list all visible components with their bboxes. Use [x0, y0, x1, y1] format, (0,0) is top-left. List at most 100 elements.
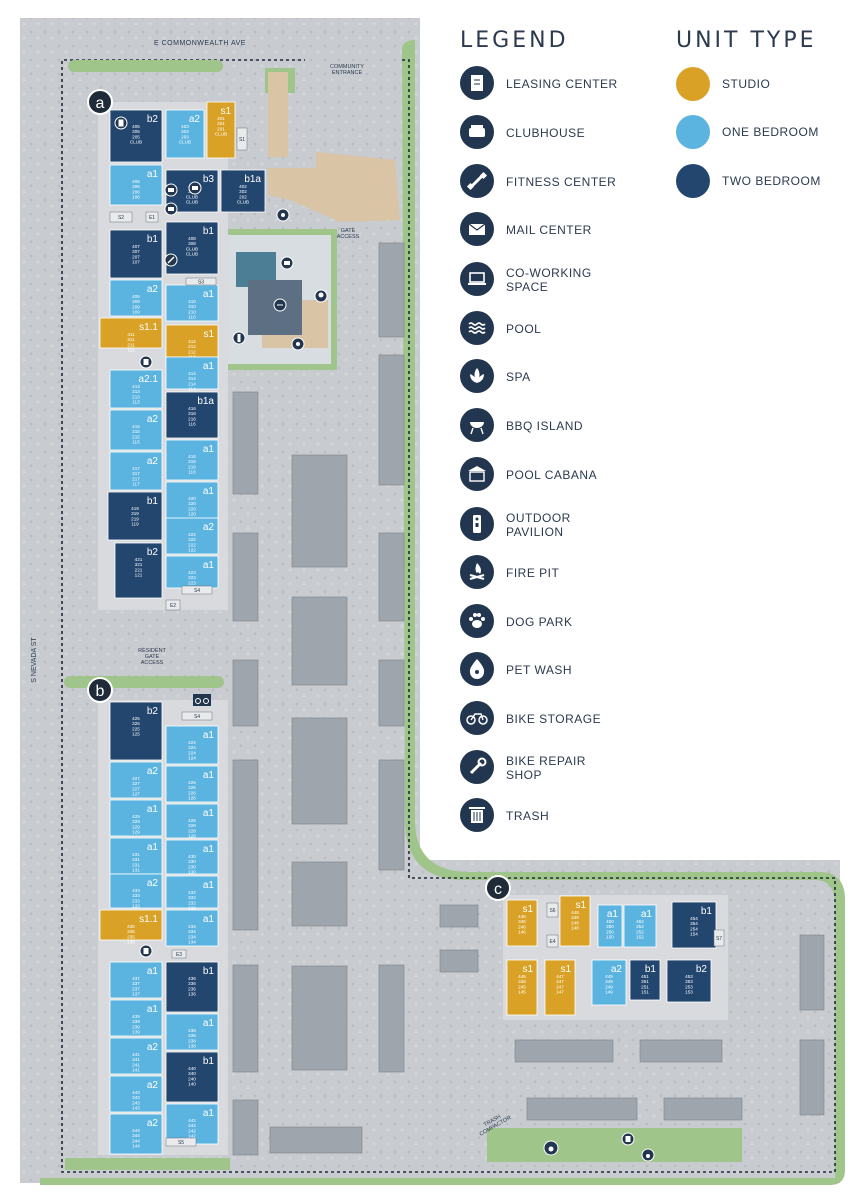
- stair-e4: E4: [546, 934, 559, 948]
- spa-marker[interactable]: [276, 208, 290, 222]
- unit-block: [109, 837, 163, 875]
- leasing-walk: [268, 72, 288, 157]
- bike-storage-marker[interactable]: [193, 694, 211, 706]
- unit-plan: s1: [560, 964, 571, 975]
- unit-type-swatch: [676, 67, 710, 101]
- unit-plan: a2: [189, 114, 201, 125]
- mail-center-marker[interactable]: [164, 202, 178, 216]
- trash-marker-3[interactable]: [621, 1132, 635, 1146]
- legend-item-leasing-center: LEASING CENTER: [460, 66, 630, 102]
- co-working-marker[interactable]: [188, 181, 202, 195]
- unit-block: [109, 229, 163, 279]
- unit-block: [165, 109, 205, 159]
- unit-block: [165, 1051, 219, 1103]
- dog-park-marker[interactable]: [543, 1140, 559, 1156]
- spa-marker-2[interactable]: [291, 337, 305, 351]
- legend-item-fire-pit: FIRE PIT: [460, 555, 630, 591]
- unit-plan: a2.1: [139, 374, 159, 385]
- pet-wash-marker[interactable]: [641, 1148, 655, 1162]
- stair-e1: E1: [145, 211, 159, 223]
- pool-cabana-icon: [460, 457, 494, 491]
- leasing-center-marker[interactable]: [114, 116, 128, 130]
- unit-412[interactable]: s1412212212112: [165, 324, 219, 360]
- unit-block: [109, 409, 163, 451]
- unit-plan: a2: [147, 284, 159, 295]
- unit-block: [165, 875, 219, 909]
- legend-item-label: TRASH: [506, 809, 550, 823]
- clubhouse-marker[interactable]: [164, 183, 178, 197]
- outdoor-pavilion-marker[interactable]: [232, 331, 246, 345]
- pool-marker[interactable]: [273, 298, 287, 312]
- bbq-marker[interactable]: [314, 289, 328, 303]
- unit-plan: a1: [203, 914, 215, 925]
- unit-423[interactable]: a1423323223123: [165, 555, 219, 591]
- fitness-center-marker[interactable]: [164, 253, 178, 267]
- pool-cabana-marker[interactable]: [280, 256, 294, 270]
- stair-s2: S2: [109, 211, 133, 223]
- trash-marker-2[interactable]: [139, 944, 153, 958]
- unit-type-swatch: [676, 164, 710, 198]
- trash-marker[interactable]: [139, 355, 153, 369]
- unit-plan: a2: [147, 1080, 159, 1091]
- unit-plan: a1: [607, 909, 619, 920]
- svg-text:E1: E1: [149, 215, 155, 221]
